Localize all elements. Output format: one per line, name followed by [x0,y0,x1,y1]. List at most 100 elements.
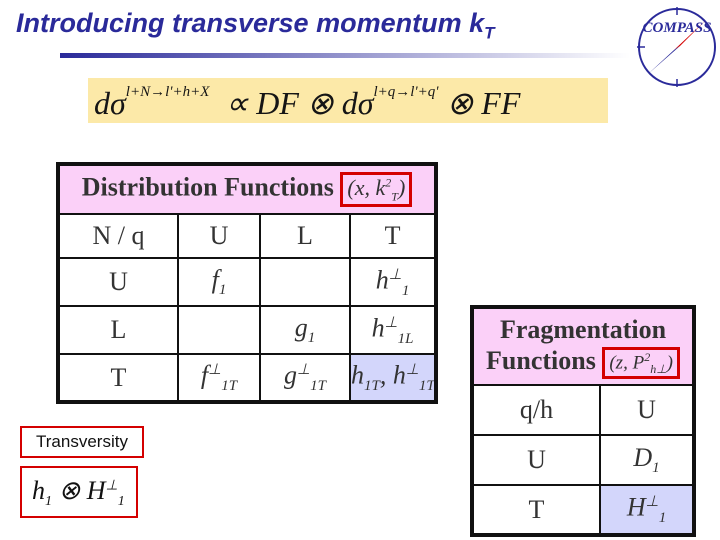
df-row-label: U [57,257,179,307]
formula-mid-superscript: l+q→l'+q' [373,84,439,101]
ff-arg-close: ) [666,352,673,374]
cell-sup: ⊥ [208,362,222,379]
df-row-transverse: T f⊥1T g⊥1T h1T, h⊥1T [57,353,438,403]
cell-base: H [626,492,646,522]
ff-row-transverse: T H⊥1 [471,484,696,536]
formula-otimes-2: ⊗ [446,85,474,121]
cell-sub: 1T [221,377,238,394]
ff-row-label: U [471,434,601,486]
transversity-formula: h1 ⊗ H⊥1 [20,466,138,518]
df-cell-h1perp: h⊥1 [348,257,438,307]
cell-sub: 1T [418,377,435,394]
df-arg-close: ) [397,174,406,200]
ff-header-line2: Functions [486,345,596,375]
ff-row-label: T [471,484,601,536]
trans-H: H [86,476,106,505]
df-header-arg: (x, k2T) [340,171,413,208]
df-arg-text: (x, k [347,174,386,200]
cell-sub: 1 [658,509,667,526]
cell-base: f [200,360,209,390]
cell-base: h [371,313,385,343]
cell-sup: ⊥ [388,266,402,283]
formula-dsigma-lhs: dσ [94,85,126,121]
ff-col-header: q/h [471,384,601,436]
ff-column-header-row: q/h U [471,384,696,436]
df-cell-f1Tperp: f⊥1T [177,353,261,403]
cell-sub: 1 [307,330,316,347]
logo-text: COMPASS [643,20,712,36]
trans-h: h [32,476,45,505]
cell-sup: ⊥ [645,494,659,511]
cell-base: g [284,360,298,390]
cell-sub: 1 [218,282,227,299]
ff-header-line2-wrap: Functions (z, P2h⊥) [474,345,692,380]
ff-header-line1: Fragmentation [499,314,667,344]
ff-arg-sup: 2 [644,349,651,364]
trans-otimes: ⊗ [58,476,81,505]
cell-base: h [375,265,389,295]
ff-header-row: Fragmentation Functions (z, P2h⊥) [470,306,696,386]
df-col-header: N / q [57,213,179,259]
slide-title-subscript: T [484,23,495,43]
df-row-label: T [57,353,179,403]
df-header-label: Distribution Functions [81,172,334,202]
df-cell-g1: g1 [259,305,351,355]
df-header: Distribution Functions (x, k2T) [56,163,438,215]
ff-header: Fragmentation Functions (z, P2h⊥) [470,306,696,386]
df-row-unpolarized: U f1 h⊥1 [57,257,438,307]
df-header-row: Distribution Functions (x, k2T) [56,163,438,215]
df-row-longitudinal: L g1 h⊥1L [57,305,438,355]
ff-arg-text: (z, P [609,352,645,374]
distribution-functions-table: Distribution Functions (x, k2T) N / q U … [56,162,439,404]
formula-dsigma-mid: dσ [341,85,374,121]
cross-section-formula: dσl+N→l'+h+X ∝ DF ⊗ dσl+q→l'+q' ⊗ FF [88,78,608,123]
formula-lhs-superscript: l+N→l'+h+X [125,84,210,101]
formula-proportional: ∝ [225,85,249,121]
cell-sup: ⊥ [384,314,398,331]
cell-base: D [633,442,653,472]
ff-row-unpolarized: U D1 [471,434,696,486]
df-col-header: T [348,213,438,259]
df-arg-sup: 2 [385,175,392,190]
cell-sub: 1 [401,282,410,299]
ff-arg-sub: h⊥ [650,361,667,376]
df-arg-sub: T [391,189,398,204]
df-col-header: L [259,213,351,259]
compass-logo: COMPASS [637,7,716,87]
cell-sub: 1L [397,330,414,347]
formula-ff: FF [481,85,521,121]
cell-separator: , [379,360,393,390]
df-col-header: U [177,213,261,259]
df-row-label: L [57,305,179,355]
slide-title-text: Introducing transverse momentum k [16,8,485,38]
transversity-label: Transversity [20,426,144,458]
cell-base: h [392,360,406,390]
ff-col-header: U [598,384,696,436]
cell-base: f [211,264,219,294]
formula-df: DF [256,85,299,121]
ff-cell-H1perp: H⊥1 [598,484,696,536]
cell-sup: ⊥ [297,362,311,379]
df-column-header-row: N / q U L T [57,213,438,259]
df-cell-empty [259,257,351,307]
cell-base: g [294,312,308,342]
title-underline [60,53,630,58]
cell-sub: 1T [364,377,380,394]
df-cell-h1T-h1Tperp: h1T, h⊥1T [348,353,438,403]
trans-h-sub: 1 [45,494,52,510]
df-cell-empty [177,305,261,355]
ff-header-arg: (z, P2h⊥) [602,346,680,380]
df-cell-h1Lperp: h⊥1L [348,305,438,355]
cell-sub: 1 [652,460,660,477]
formula-otimes-1: ⊗ [306,85,334,121]
fragmentation-functions-table: Fragmentation Functions (z, P2h⊥) q/h U … [470,305,697,537]
df-cell-f1: f1 [177,257,261,307]
df-cell-g1Tperp: g⊥1T [259,353,351,403]
cell-base: h [351,360,364,390]
slide-title: Introducing transverse momentum kT [16,8,495,43]
cell-sub: 1T [310,377,326,394]
cell-sup: ⊥ [405,362,419,379]
trans-H-sup: ⊥ [105,478,118,494]
trans-H-sub: 1 [117,494,125,510]
ff-cell-D1: D1 [598,434,696,486]
